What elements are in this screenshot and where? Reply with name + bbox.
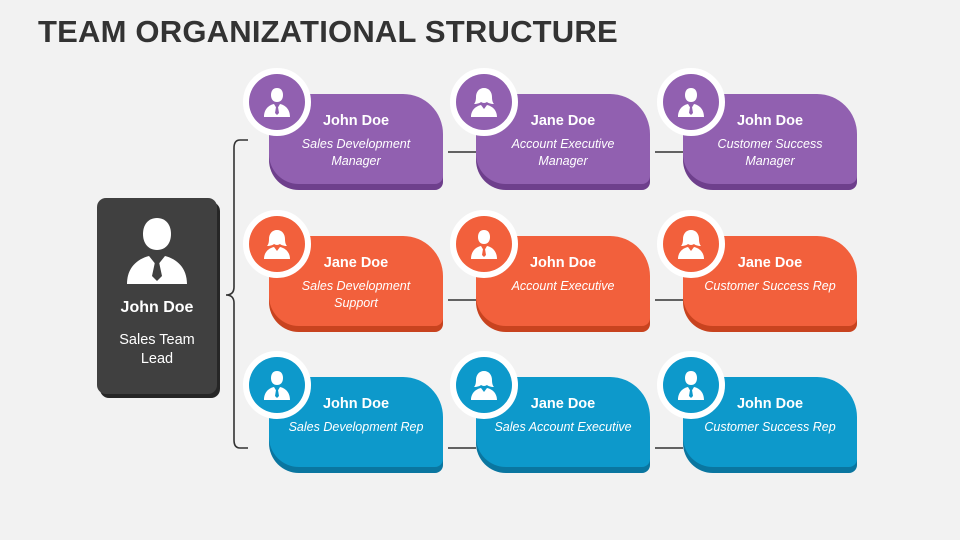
member-name: John Doe xyxy=(736,113,804,129)
avatar xyxy=(243,68,311,136)
male-user-icon xyxy=(127,218,187,284)
avatar xyxy=(657,351,725,419)
leader-card: John Doe Sales Team Lead xyxy=(97,198,217,394)
member-name: Jane Doe xyxy=(530,113,596,129)
female-user-icon xyxy=(678,230,704,259)
male-user-icon xyxy=(471,230,497,259)
row-links xyxy=(448,151,683,449)
avatar xyxy=(450,68,518,136)
member-role: Sales Account Executive xyxy=(494,420,632,434)
member-role: Account Executive xyxy=(511,279,615,293)
member-role: Sales Development Support xyxy=(301,279,411,310)
avatar xyxy=(450,210,518,278)
leader-role: Sales Team Lead xyxy=(119,332,195,367)
avatar xyxy=(450,351,518,419)
member-name: Jane Doe xyxy=(737,255,803,271)
member-name: Jane Doe xyxy=(530,396,596,412)
member-name: John Doe xyxy=(736,396,804,412)
member-name: John Doe xyxy=(322,113,390,129)
male-user-icon xyxy=(678,88,704,117)
male-user-icon xyxy=(678,371,704,400)
avatar xyxy=(243,351,311,419)
female-user-icon xyxy=(264,230,290,259)
member-role: Account Executive Manager xyxy=(511,137,615,168)
member-role: Sales Development Manager xyxy=(301,137,411,168)
avatar xyxy=(657,68,725,136)
member-role: Sales Development Rep xyxy=(288,420,424,434)
member-role: Customer Success Manager xyxy=(717,137,823,168)
member-name: John Doe xyxy=(322,396,390,412)
female-user-icon xyxy=(471,88,497,117)
member-name: John Doe xyxy=(529,255,597,271)
page-title: TEAM ORGANIZATIONAL STRUCTURE xyxy=(38,14,618,49)
bracket xyxy=(225,139,248,449)
male-user-icon xyxy=(264,371,290,400)
member-role: Customer Success Rep xyxy=(704,279,836,293)
member-role: Customer Success Rep xyxy=(704,420,836,434)
member-name: Jane Doe xyxy=(323,255,389,271)
avatar xyxy=(243,210,311,278)
female-user-icon xyxy=(471,371,497,400)
leader-name: John Doe xyxy=(120,299,194,316)
avatar xyxy=(657,210,725,278)
male-user-icon xyxy=(264,88,290,117)
